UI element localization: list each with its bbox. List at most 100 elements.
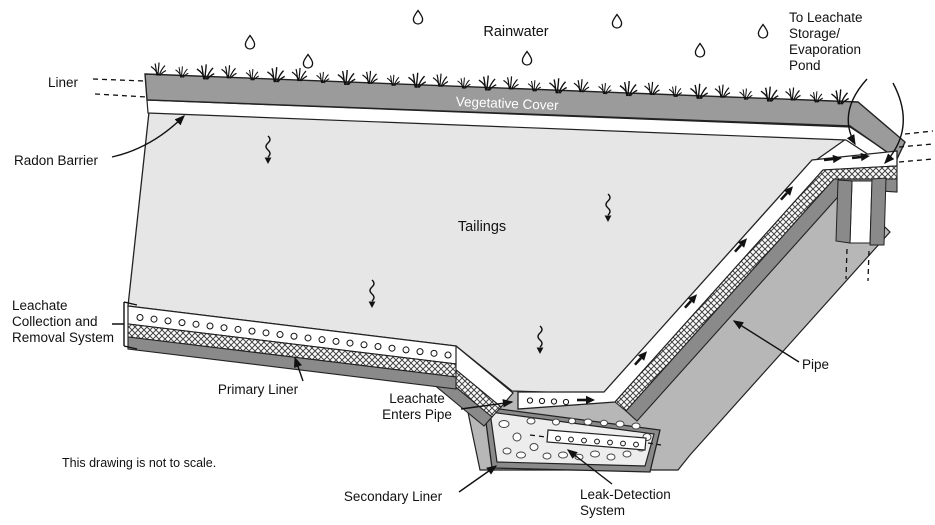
pipe-hole bbox=[607, 439, 613, 446]
grass-tuft-icon bbox=[291, 67, 308, 82]
pipe-hole bbox=[633, 441, 639, 448]
label-radon-barrier: Radon Barrier bbox=[14, 153, 99, 168]
label-vegetative-cover: Vegetative Cover bbox=[456, 94, 560, 113]
lower-liner-band bbox=[127, 336, 457, 390]
raindrop-icon bbox=[521, 50, 533, 66]
pipe-hole bbox=[206, 322, 214, 330]
pipe-hole bbox=[220, 324, 228, 332]
pebble-icon bbox=[552, 418, 560, 426]
pipe-hole bbox=[526, 397, 534, 404]
label-to-leachate-4: Pond bbox=[789, 58, 821, 73]
pipe-inlet-holes bbox=[526, 397, 570, 406]
label-secondary-liner: Secondary Liner bbox=[344, 489, 443, 504]
pipe-hole bbox=[388, 344, 396, 352]
label-to-leachate-1: To Leachate bbox=[789, 10, 863, 25]
pipe-hole bbox=[164, 317, 172, 325]
grass-tuft-icon bbox=[150, 61, 167, 77]
pipe-hole bbox=[192, 320, 200, 328]
pipe-hole bbox=[581, 437, 587, 444]
pipe-hole bbox=[444, 351, 452, 359]
pipe-hole bbox=[150, 315, 158, 323]
pipe-hole bbox=[276, 331, 284, 339]
grass-tuft-icon bbox=[502, 75, 520, 90]
pebble-icon bbox=[615, 420, 625, 428]
leak-detection-leader-arrow bbox=[566, 449, 613, 485]
pebble-icon bbox=[606, 453, 616, 461]
raindrop-icon bbox=[244, 34, 256, 50]
pipe-hole bbox=[562, 398, 570, 406]
pipe-hole bbox=[374, 343, 382, 350]
grass-tuft-icon bbox=[220, 64, 238, 79]
label-leachate-collection-1: Leachate bbox=[12, 298, 68, 313]
raindrop-icon bbox=[694, 42, 706, 58]
pebble-icon bbox=[502, 447, 512, 455]
pebble-icon bbox=[590, 450, 600, 458]
label-not-to-scale: This drawing is not to scale. bbox=[62, 456, 216, 470]
label-tailings: Tailings bbox=[458, 219, 506, 235]
pebble-icon bbox=[622, 450, 632, 458]
leachate-enters-leader-arrow bbox=[460, 399, 514, 410]
pebble-icon bbox=[631, 422, 641, 430]
pebble-icon bbox=[529, 443, 539, 451]
secondary-liner-leader-arrow bbox=[458, 465, 498, 493]
label-pipe: Pipe bbox=[802, 357, 829, 372]
label-leachate-enters-2: Enters Pipe bbox=[382, 407, 452, 422]
label-liner: Liner bbox=[48, 75, 79, 90]
label-rainwater: Rainwater bbox=[483, 24, 548, 40]
pipe-hole bbox=[346, 339, 354, 347]
pebble-icon bbox=[542, 452, 552, 460]
grass-tuft-icon bbox=[784, 86, 802, 102]
pipe-hole bbox=[318, 336, 326, 344]
label-leachate-collection-3: Removal System bbox=[12, 330, 114, 345]
leak-detection-dashes bbox=[529, 434, 662, 446]
pipe-hole bbox=[290, 332, 298, 340]
label-primary-liner: Primary Liner bbox=[218, 382, 299, 397]
pipe-hole bbox=[402, 346, 410, 354]
pipe-hole bbox=[304, 334, 312, 342]
outlet-notch-right-bar bbox=[869, 177, 887, 246]
pipe-hole bbox=[555, 435, 561, 442]
pebble-icon bbox=[512, 432, 522, 442]
collection-gravel-holes bbox=[136, 313, 452, 359]
pipe-hole bbox=[620, 440, 626, 447]
grass-tuft-icon bbox=[361, 70, 379, 85]
raindrop-icon bbox=[302, 53, 314, 69]
leak-detection-pipe-holes bbox=[555, 435, 639, 448]
outlet-notch-gap bbox=[849, 180, 873, 244]
grass-tuft-icon bbox=[643, 81, 661, 96]
to-storage-curved-arrow-2 bbox=[884, 82, 904, 165]
pebble-icon bbox=[526, 417, 536, 425]
label-leak-detection-1: Leak-Detection bbox=[580, 487, 671, 502]
pipe-hole bbox=[234, 325, 242, 333]
label-leak-detection-2: System bbox=[580, 503, 625, 518]
pebble-icon bbox=[568, 417, 576, 425]
pipe-hole bbox=[136, 313, 144, 321]
label-leachate-collection-2: Collection and bbox=[12, 314, 98, 329]
outlet-exit-dashes bbox=[898, 130, 934, 163]
grass-tuft-icon bbox=[432, 72, 449, 88]
pipe-hole bbox=[430, 349, 438, 357]
pipe-hole bbox=[594, 438, 600, 445]
pipe-hole bbox=[248, 327, 256, 335]
pipe-hole bbox=[360, 341, 368, 349]
label-leachate-enters-1: Leachate bbox=[389, 391, 445, 406]
grass-tuft-icon bbox=[714, 84, 731, 99]
label-to-leachate-3: Evaporation bbox=[789, 42, 861, 57]
pebble-icon bbox=[516, 451, 526, 459]
to-storage-curved-arrow-1 bbox=[846, 78, 868, 146]
pipe-hole bbox=[416, 348, 424, 356]
pebble-icon bbox=[498, 420, 510, 428]
raindrop-icon bbox=[757, 23, 769, 39]
pipe-hole bbox=[332, 337, 340, 345]
raindrop-icon bbox=[611, 13, 623, 29]
outlet-notch-left-bar bbox=[835, 179, 853, 244]
pipe-leader-arrow bbox=[732, 320, 800, 363]
pipe-hole bbox=[178, 319, 186, 327]
leachate-collection-bracket bbox=[112, 301, 138, 350]
raindrop-icon bbox=[412, 9, 424, 25]
pebble-icon bbox=[558, 451, 568, 459]
pebble-icon bbox=[583, 418, 593, 426]
primary-liner-leader-arrow bbox=[294, 356, 304, 382]
